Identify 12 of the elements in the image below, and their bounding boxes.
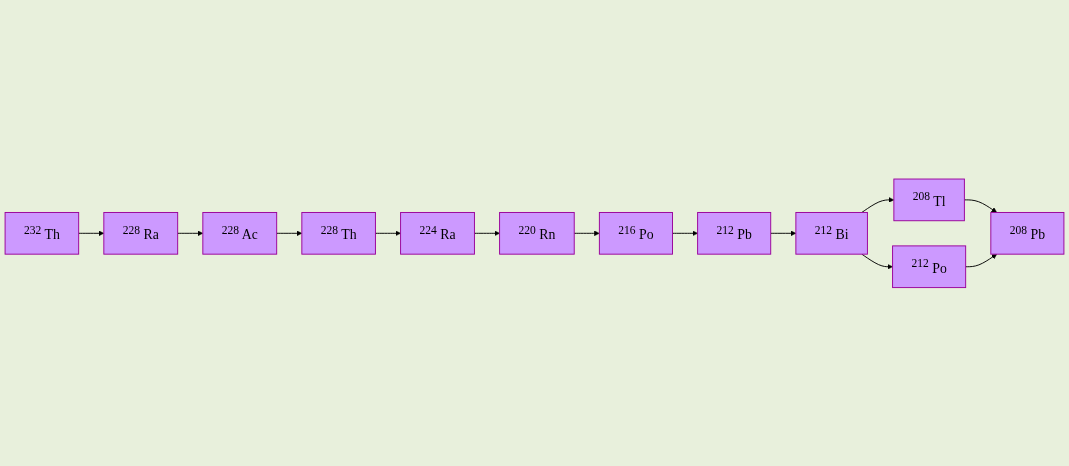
node-box: $^{208}$ Pb: [990, 211, 1065, 255]
node-box: $^{228}$ Ac: [202, 211, 278, 255]
node-box: $^{212}$ Bi: [795, 211, 868, 255]
node-box: $^{228}$ Ra: [103, 211, 179, 255]
node-box: $^{220}$ Rn: [499, 211, 575, 255]
node-box: $^{216}$ Po: [598, 211, 673, 255]
node-box: $^{212}$ Pb: [697, 211, 772, 255]
node-box: $^{232}$ Th: [4, 211, 80, 255]
node-box: $^{208}$ Tl: [893, 178, 965, 221]
node-box: $^{212}$ Po: [892, 245, 967, 288]
node-box: $^{228}$ Th: [301, 211, 376, 255]
node-box: $^{224}$ Ra: [400, 211, 475, 255]
